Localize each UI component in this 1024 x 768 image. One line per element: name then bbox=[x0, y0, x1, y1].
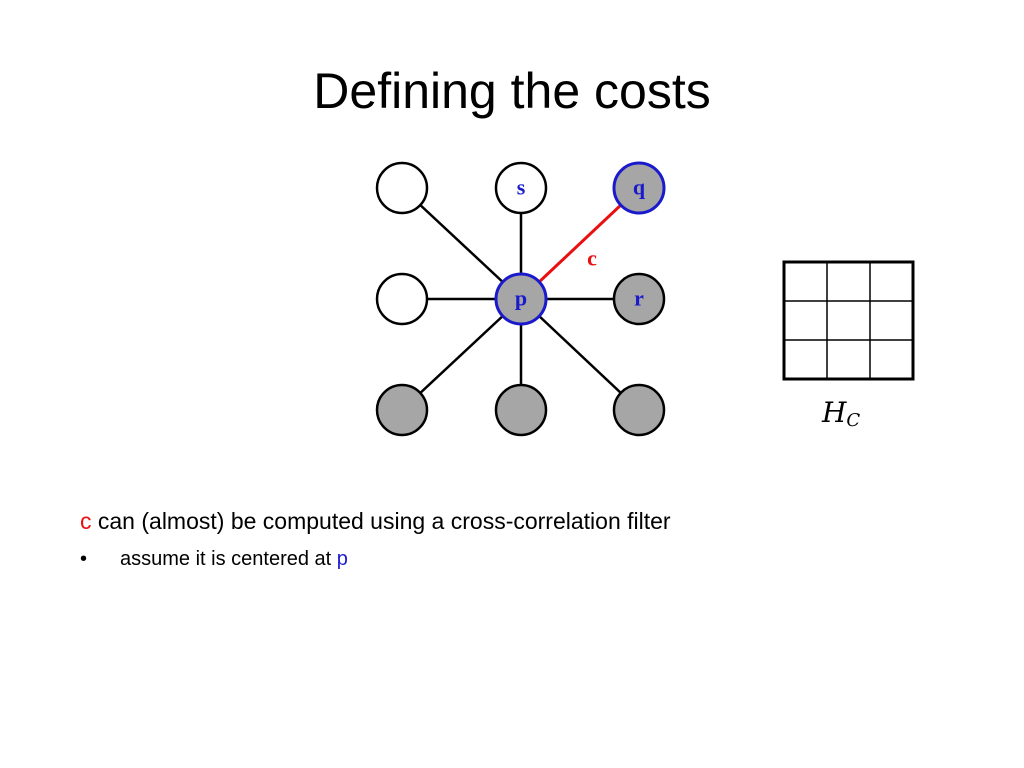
edge-center-bottom-right bbox=[520, 298, 640, 411]
node-top-middle bbox=[494, 161, 548, 215]
node-label-s: s bbox=[517, 175, 526, 200]
body-text: can (almost) be computed using a cross-c… bbox=[91, 508, 671, 534]
nodes-layer: s q p r bbox=[375, 161, 666, 437]
node-label-r: r bbox=[634, 286, 644, 311]
node-middle-right bbox=[612, 272, 666, 326]
edge-center-top-right bbox=[519, 186, 641, 301]
bullet-item: • assume it is centered at p bbox=[80, 548, 348, 571]
node-bottom-middle bbox=[494, 383, 548, 437]
edge-center-top-left bbox=[401, 187, 522, 300]
node-label-p: p bbox=[515, 286, 527, 311]
matrix-label: HC bbox=[821, 396, 860, 431]
cost-symbol: c bbox=[80, 508, 92, 534]
edge-label-c: c bbox=[587, 246, 597, 271]
node-center bbox=[494, 272, 548, 326]
node-top-left bbox=[375, 161, 429, 215]
node-bottom-right bbox=[612, 383, 666, 437]
matrix-frame bbox=[782, 260, 915, 381]
hc-matrix: HC bbox=[782, 260, 915, 431]
node-top-right bbox=[612, 161, 666, 215]
bullet-text: assume it is centered at bbox=[120, 548, 337, 570]
edge-center-bottom-left bbox=[401, 298, 522, 411]
node-middle-left bbox=[375, 272, 429, 326]
node-label-q: q bbox=[633, 175, 646, 200]
slide-title: Defining the costs bbox=[313, 63, 711, 119]
node-bottom-left bbox=[375, 383, 429, 437]
bullet-icon: • bbox=[80, 548, 88, 570]
body-text-line: c can (almost) be computed using a cross… bbox=[80, 508, 671, 535]
pixel-symbol: p bbox=[336, 548, 348, 570]
